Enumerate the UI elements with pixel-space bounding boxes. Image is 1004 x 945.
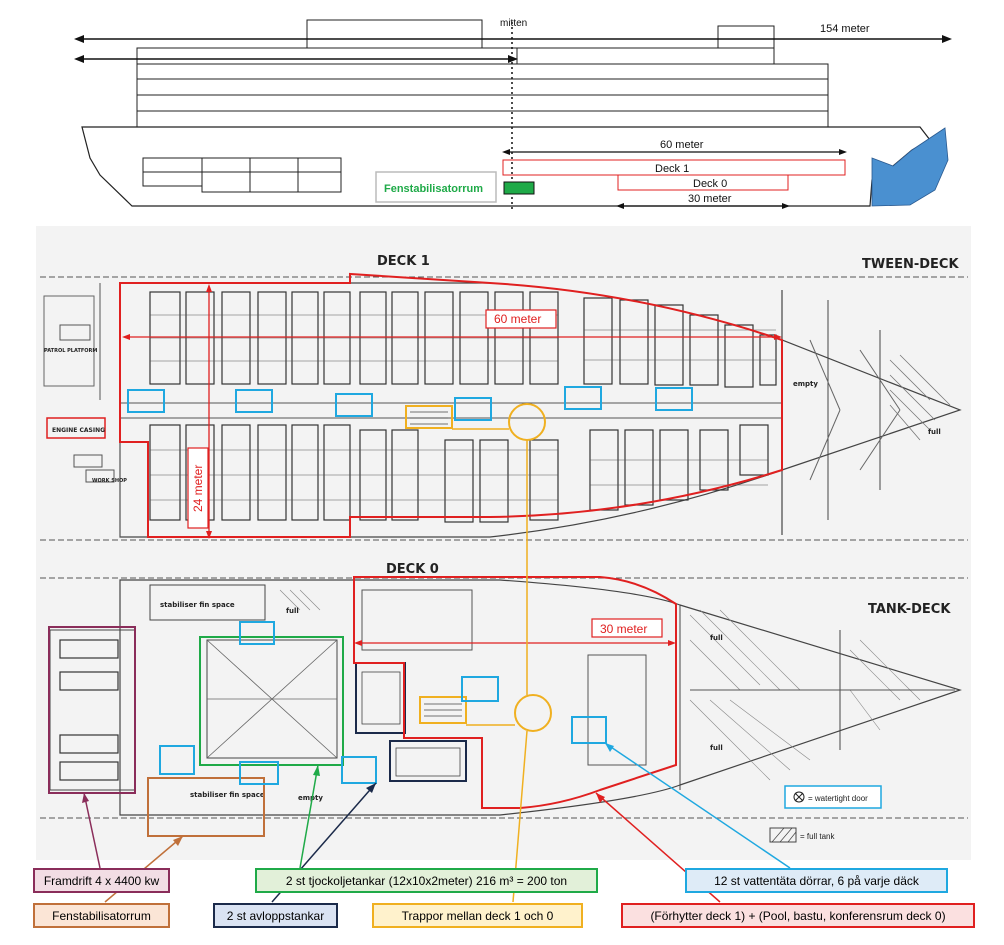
deck0-box (617, 174, 789, 191)
legend-cabins-label: (Förhytter deck 1) + (Pool, bastu, konfe… (650, 908, 946, 923)
legend-fin-room: Fenstabilisatorrum (33, 903, 170, 928)
deck1-empty-label: empty (793, 380, 818, 388)
deck1-length-tag (485, 309, 557, 329)
legend-stairs-label: Trappor mellan deck 1 och 0 (401, 908, 554, 923)
door-d0-1 (239, 621, 275, 645)
door-d1-5 (564, 386, 602, 410)
sewage-tank-2 (389, 740, 467, 782)
door-d1-2 (235, 389, 273, 413)
tween-deck-label: TWEEN-DECK (862, 257, 959, 272)
legend-cabins: (Förhytter deck 1) + (Pool, bastu, konfe… (621, 903, 975, 928)
deck1-width-tag-label: 24 meter (191, 465, 205, 512)
deck1-cabin-area-outline (119, 272, 783, 538)
midship-label: mitten (500, 18, 527, 29)
legend-fin-room-label: Fenstabilisatorrum (52, 908, 151, 923)
svg-text:ENGINE CASING: ENGINE CASING (52, 427, 105, 434)
deck0-label: Deck 0 (693, 178, 727, 190)
deck-level-3 (136, 94, 829, 112)
legend-doors: 12 st vattentäta dörrar, 6 på varje däck (685, 868, 948, 893)
deck1-watertight-doors (127, 386, 693, 421)
deck1-width-tag (187, 447, 209, 529)
watertight-door-legend-box (784, 785, 882, 809)
legend-sewage-tanks: 2 st avloppstankar (213, 903, 338, 928)
tank-deck-label: TANK-DECK (868, 602, 951, 617)
deck0-stair-2 (514, 694, 552, 732)
bridge-block (717, 25, 775, 49)
deck1-title: DECK 1 (377, 254, 430, 269)
deck0-length-label: 30 meter (688, 193, 732, 205)
plan-legend: = watertight door = full tank (769, 785, 882, 843)
legend-fuel-tanks: 2 st tjockoljetankar (12x10x2meter) 216 … (255, 868, 598, 893)
svg-text:PATROL PLATFORM: PATROL PLATFORM (44, 348, 97, 354)
door-d1-3 (335, 393, 373, 417)
fin-space-label-top: stabiliser fin space (160, 601, 235, 609)
svg-text:WORK SHOP: WORK SHOP (92, 478, 127, 484)
legend-doors-label: 12 st vattentäta dörrar, 6 på varje däck (714, 873, 919, 888)
plan-background (36, 226, 971, 860)
full-tank-legend-label: = full tank (800, 832, 835, 841)
total-length-label: 154 meter (820, 23, 870, 35)
deck1-stair-1 (405, 405, 453, 429)
door-d1-1 (127, 389, 165, 413)
fin-room-label: Fenstabilisatorrum (384, 183, 483, 195)
deck0-full-label-1: full (710, 634, 723, 642)
funnel-block (306, 19, 483, 49)
watertight-door-legend-label: = watertight door (808, 794, 868, 803)
legend-stairs: Trappor mellan deck 1 och 0 (372, 903, 583, 928)
propulsion-engines (48, 626, 136, 794)
legend-sewage-tanks-label: 2 st avloppstankar (226, 908, 325, 923)
door-d0-6 (571, 716, 607, 744)
deck0-stair-1 (419, 696, 467, 724)
deck-level-2 (136, 110, 829, 128)
deck0-empty-label: empty (298, 794, 323, 802)
door-d0-3 (239, 761, 279, 785)
door-d0-5 (461, 676, 499, 702)
deck-level-4 (136, 78, 829, 96)
deck0-full-label-3: full (286, 607, 299, 615)
deck-level-5 (136, 63, 829, 80)
deck0-length-tag-label: 30 meter (600, 622, 647, 636)
deck0-amenity-area-outline (353, 576, 677, 809)
bow-bulb (871, 127, 949, 207)
ship-profile: 154 meter mitten 60 meter Deck 1 Deck 0 … (74, 18, 952, 210)
deck1-length-tag-label: 60 meter (494, 312, 541, 326)
deck0-length-tag (591, 618, 663, 638)
door-d0-4 (341, 756, 377, 784)
door-d0-2 (159, 745, 195, 775)
deck1-label: Deck 1 (655, 163, 689, 175)
deck0-full-label-2: full (710, 744, 723, 752)
deck1-aft-marker (46, 417, 106, 439)
fin-room-marker (503, 181, 535, 195)
deck0-plan: stabiliser fin space stabiliser fin spac… (40, 440, 968, 837)
door-d1-6 (655, 387, 693, 411)
legend-propulsion-label: Framdrift 4 x 4400 kw (43, 873, 160, 888)
deck0-watertight-doors (159, 621, 607, 785)
heavy-oil-tanks (199, 636, 344, 766)
fin-space-label-bottom: stabiliser fin space (190, 791, 265, 799)
door-d1-4 (454, 397, 492, 421)
deck1-plan: ENGINE CASING PATROL PLATFORM WORK SHOP … (40, 254, 968, 541)
fin-room-callout (375, 171, 497, 203)
upper-deck (136, 47, 518, 65)
legend-propulsion: Framdrift 4 x 4400 kw (33, 868, 170, 893)
deck0-title: DECK 0 (386, 562, 439, 577)
legend-fuel-tanks-label: 2 st tjockoljetankar (12x10x2meter) 216 … (285, 873, 568, 888)
upper-deck-fore (516, 47, 775, 65)
deck1-full-label: full (928, 428, 941, 436)
deck1-length-label: 60 meter (660, 139, 704, 151)
fin-stabilizer-space (147, 777, 265, 837)
